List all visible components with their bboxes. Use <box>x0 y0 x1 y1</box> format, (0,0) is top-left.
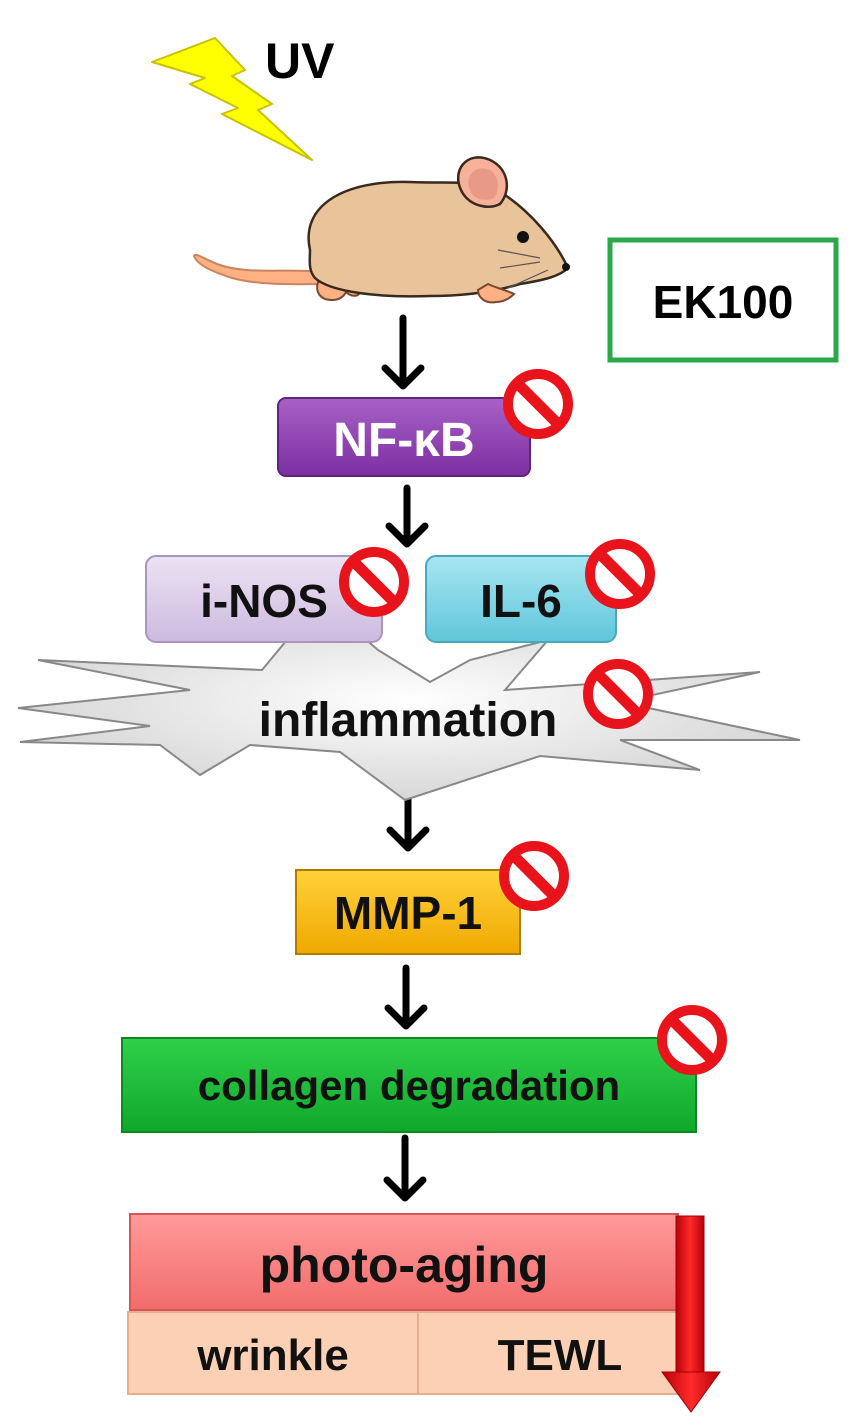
lightning-icon <box>151 37 313 161</box>
wrinkle-label: wrinkle <box>196 1331 349 1380</box>
prohibition-icon <box>344 552 404 612</box>
arrow-collagen-to-photoaging <box>383 1134 427 1202</box>
node-photoaging: photo-aging wrinkle TEWL <box>127 1213 679 1395</box>
node-collagen: collagen degradation <box>121 1037 697 1133</box>
node-il6: IL-6 <box>425 555 617 643</box>
node-mmp1: MMP-1 <box>295 869 521 955</box>
subcell-wrinkle <box>127 1311 419 1395</box>
il6-label: IL-6 <box>480 575 562 627</box>
flow-arrows <box>381 314 430 1202</box>
prohibition-icon <box>504 846 564 906</box>
arrow-nfkb-to-mediators <box>385 484 429 548</box>
nfkb-label: NF-κB <box>333 414 474 467</box>
uv-label: UV <box>265 33 335 89</box>
photoaging-label: photo-aging <box>260 1237 549 1293</box>
node-inos: i-NOS <box>145 555 383 643</box>
collagen-label: collagen degradation <box>198 1062 620 1109</box>
inflammation-label: inflammation <box>259 694 558 747</box>
arrow-mouse-to-nfkb <box>381 314 425 390</box>
inos-label: i-NOS <box>200 575 328 627</box>
prohibition-icon <box>590 544 650 604</box>
arrow-mmp1-to-collagen <box>384 964 428 1030</box>
treatment-box: EK100 <box>607 237 839 363</box>
down-arrow-icon <box>661 1215 721 1413</box>
treatment-label: EK100 <box>653 276 794 328</box>
mmp1-label: MMP-1 <box>334 887 482 939</box>
prohibition-icon <box>508 374 568 434</box>
node-nfkb: NF-κB <box>277 397 531 477</box>
node-inflammation: inflammation <box>17 598 801 802</box>
prohibition-icon <box>588 664 648 724</box>
tewl-label: TEWL <box>498 1331 623 1380</box>
mouse-icon <box>192 156 570 304</box>
prohibition-icon <box>662 1010 722 1070</box>
subcell-tewl <box>417 1311 679 1395</box>
